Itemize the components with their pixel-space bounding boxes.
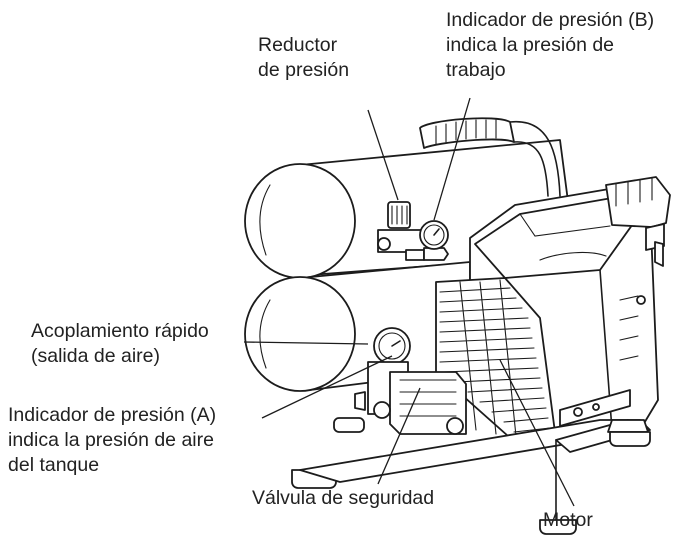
label-pressure-reducer: Reductor de presión xyxy=(258,34,350,81)
carry-handle xyxy=(419,117,561,197)
label-gauge-a: Indicador de presión (A) indica la presi… xyxy=(8,404,217,476)
label-gauge-b: Indicador de presión (B) indica la presi… xyxy=(446,9,655,81)
label-quick-coupler: Acoplamiento rápido (salida de aire) xyxy=(31,320,209,367)
base-frame xyxy=(299,389,651,535)
leader-lines xyxy=(243,97,575,507)
leader-motor xyxy=(499,359,575,507)
label-motor: Motor xyxy=(543,509,593,531)
lower-air-tank xyxy=(244,261,471,392)
leader-gauge-a xyxy=(261,355,393,419)
leader-quick-coupler xyxy=(243,341,369,345)
leader-gauge-b xyxy=(433,97,471,221)
leader-safety-valve xyxy=(377,387,421,485)
label-safety-valve: Válvula de seguridad xyxy=(252,487,435,509)
front-valve-block xyxy=(354,327,467,435)
regulator-assembly xyxy=(377,201,449,261)
leader-pressure-reducer xyxy=(367,109,399,201)
